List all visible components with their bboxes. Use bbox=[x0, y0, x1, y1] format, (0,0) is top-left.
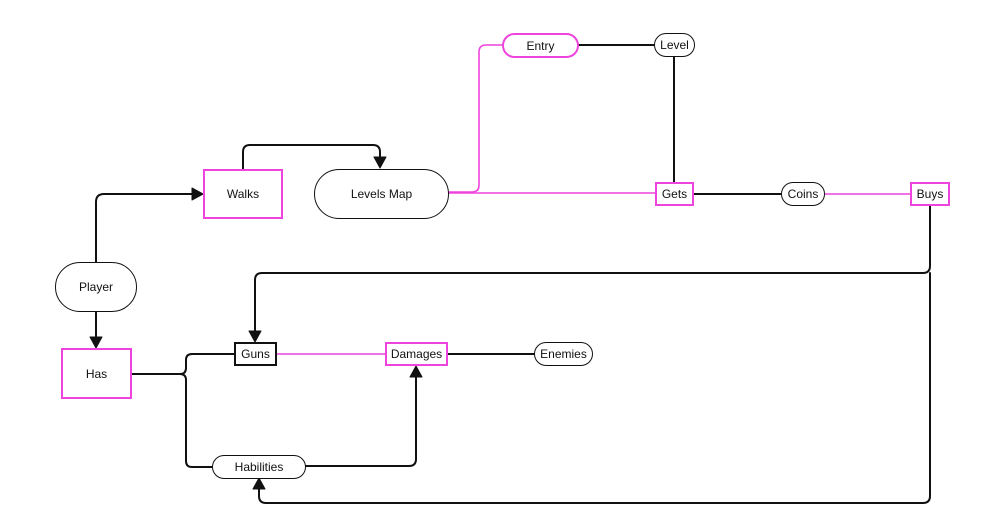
node-levels-map[interactable]: Levels Map bbox=[314, 169, 449, 219]
edge-buys-habilities bbox=[258, 272, 931, 504]
node-entry-label: Entry bbox=[526, 38, 555, 53]
edge-bracket-habilities bbox=[179, 373, 214, 468]
node-habilities[interactable]: Habilities bbox=[212, 455, 306, 479]
node-has-label: Has bbox=[85, 366, 108, 381]
node-enemies[interactable]: Enemies bbox=[534, 342, 593, 366]
node-buys[interactable]: Buys bbox=[910, 182, 950, 206]
node-damages-label: Damages bbox=[390, 347, 443, 361]
node-coins-label: Coins bbox=[787, 187, 819, 201]
node-guns[interactable]: Guns bbox=[234, 342, 277, 366]
node-walks-label: Walks bbox=[226, 187, 260, 201]
node-player-label: Player bbox=[78, 280, 113, 294]
arrowhead-levels-map bbox=[373, 156, 387, 169]
node-guns-label: Guns bbox=[241, 347, 270, 361]
node-player[interactable]: Player bbox=[55, 262, 137, 312]
arrowhead-walks bbox=[191, 187, 204, 201]
node-buys-label: Buys bbox=[916, 187, 944, 201]
edge-player-walks bbox=[95, 193, 194, 263]
arrowhead-has bbox=[89, 336, 103, 349]
arrowhead-guns bbox=[248, 330, 262, 343]
node-enemies-label: Enemies bbox=[540, 347, 587, 361]
edge-walks-levels-map bbox=[242, 144, 381, 170]
edge-buys-guns bbox=[254, 205, 931, 333]
node-walks[interactable]: Walks bbox=[203, 169, 283, 219]
node-level[interactable]: Level bbox=[654, 33, 695, 57]
edge-levels-map-entry bbox=[447, 44, 504, 193]
node-level-label: Level bbox=[660, 38, 689, 52]
node-habilities-label: Habilities bbox=[234, 460, 284, 474]
arrowhead-habilities bbox=[252, 477, 266, 490]
node-gets[interactable]: Gets bbox=[655, 182, 694, 206]
node-entry[interactable]: Entry bbox=[502, 33, 579, 58]
node-damages[interactable]: Damages bbox=[385, 342, 448, 366]
arrowhead-damages bbox=[409, 365, 423, 378]
node-levels-map-label: Levels Map bbox=[350, 187, 413, 201]
edge-has-bracket bbox=[130, 353, 235, 375]
node-gets-label: Gets bbox=[661, 187, 688, 201]
node-coins[interactable]: Coins bbox=[781, 182, 825, 206]
node-has[interactable]: Has bbox=[61, 348, 132, 399]
edge-habilities-damages bbox=[304, 375, 417, 467]
